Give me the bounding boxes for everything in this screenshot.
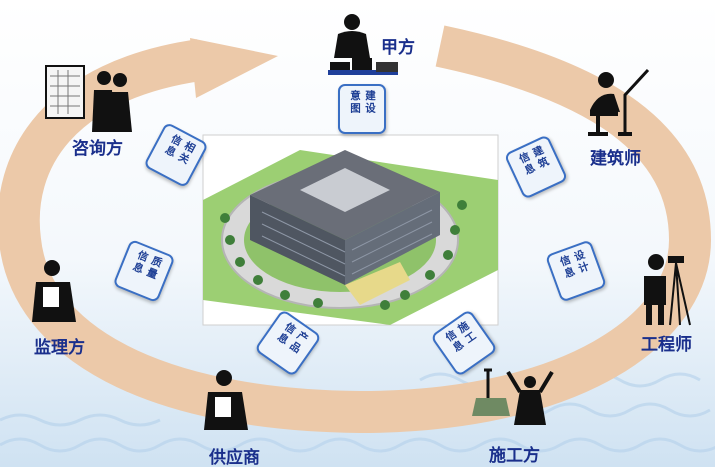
card-text-line2: 意图	[349, 90, 361, 115]
role-label-supplier: 供应商	[209, 448, 260, 468]
owner-figure-icon	[328, 14, 398, 75]
role-label-owner: 甲方	[381, 38, 415, 58]
role-label-consultant: 咨询方	[72, 139, 123, 159]
cycle-arrow	[0, 25, 712, 434]
supplier-worker-icon	[204, 370, 248, 430]
role-label-architect: 建筑师	[590, 149, 641, 169]
consultant-figure-icon	[45, 65, 132, 132]
role-label-engineer: 工程师	[641, 335, 692, 355]
building-3d-image	[202, 134, 499, 326]
role-label-contractor: 施工方	[489, 446, 540, 466]
card-text-line1: 建设	[364, 90, 376, 115]
crane-worker-icon	[472, 368, 554, 425]
supervisor-worker-icon	[32, 260, 76, 322]
architect-figure-icon	[588, 68, 650, 136]
role-label-supervisor: 监理方	[34, 338, 85, 358]
card-design-intent: 建设 意图	[338, 84, 386, 134]
engineer-surveyor-icon	[644, 254, 691, 326]
